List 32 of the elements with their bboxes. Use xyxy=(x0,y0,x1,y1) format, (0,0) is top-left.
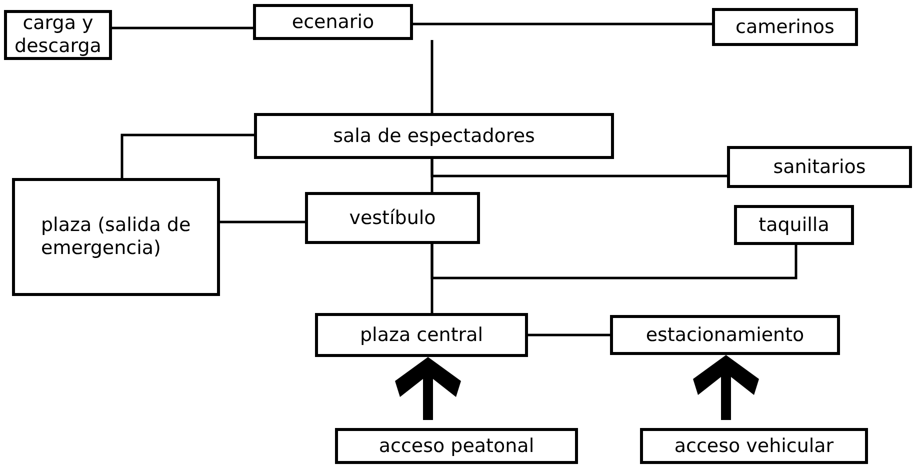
room-box xyxy=(315,313,528,357)
connector-line xyxy=(430,40,434,113)
room-box xyxy=(12,178,220,296)
connector-line xyxy=(430,244,798,280)
room-box xyxy=(335,428,578,464)
room-label: acceso vehicular xyxy=(674,434,834,458)
room-box xyxy=(610,315,840,355)
room-label: sanitarios xyxy=(773,156,866,178)
room-label: sala de espectadores xyxy=(333,124,535,148)
room-box xyxy=(734,205,854,245)
room-label: plaza central xyxy=(360,324,483,346)
room-label: plaza (salida de emergencia) xyxy=(41,214,191,260)
room-label: acceso peatonal xyxy=(378,434,534,458)
room-box xyxy=(712,8,858,46)
room-label: ecenario xyxy=(292,10,374,34)
room-label: carga y descarga xyxy=(14,12,102,58)
room-label: taquilla xyxy=(758,214,830,236)
room-box xyxy=(4,10,112,60)
room-box xyxy=(727,146,912,188)
room-box xyxy=(254,113,614,159)
connector-line xyxy=(220,220,305,224)
connector-line xyxy=(430,159,727,178)
room-box xyxy=(253,4,413,40)
connector-line xyxy=(120,134,254,178)
room-box xyxy=(640,428,868,464)
connector-line xyxy=(413,22,712,26)
room-box xyxy=(305,192,480,244)
room-label: estacionamiento xyxy=(646,324,804,346)
room-label: vestíbulo xyxy=(349,206,436,230)
connector-line xyxy=(528,334,610,336)
connector-line xyxy=(112,26,253,30)
room-label: camerinos xyxy=(736,16,834,38)
